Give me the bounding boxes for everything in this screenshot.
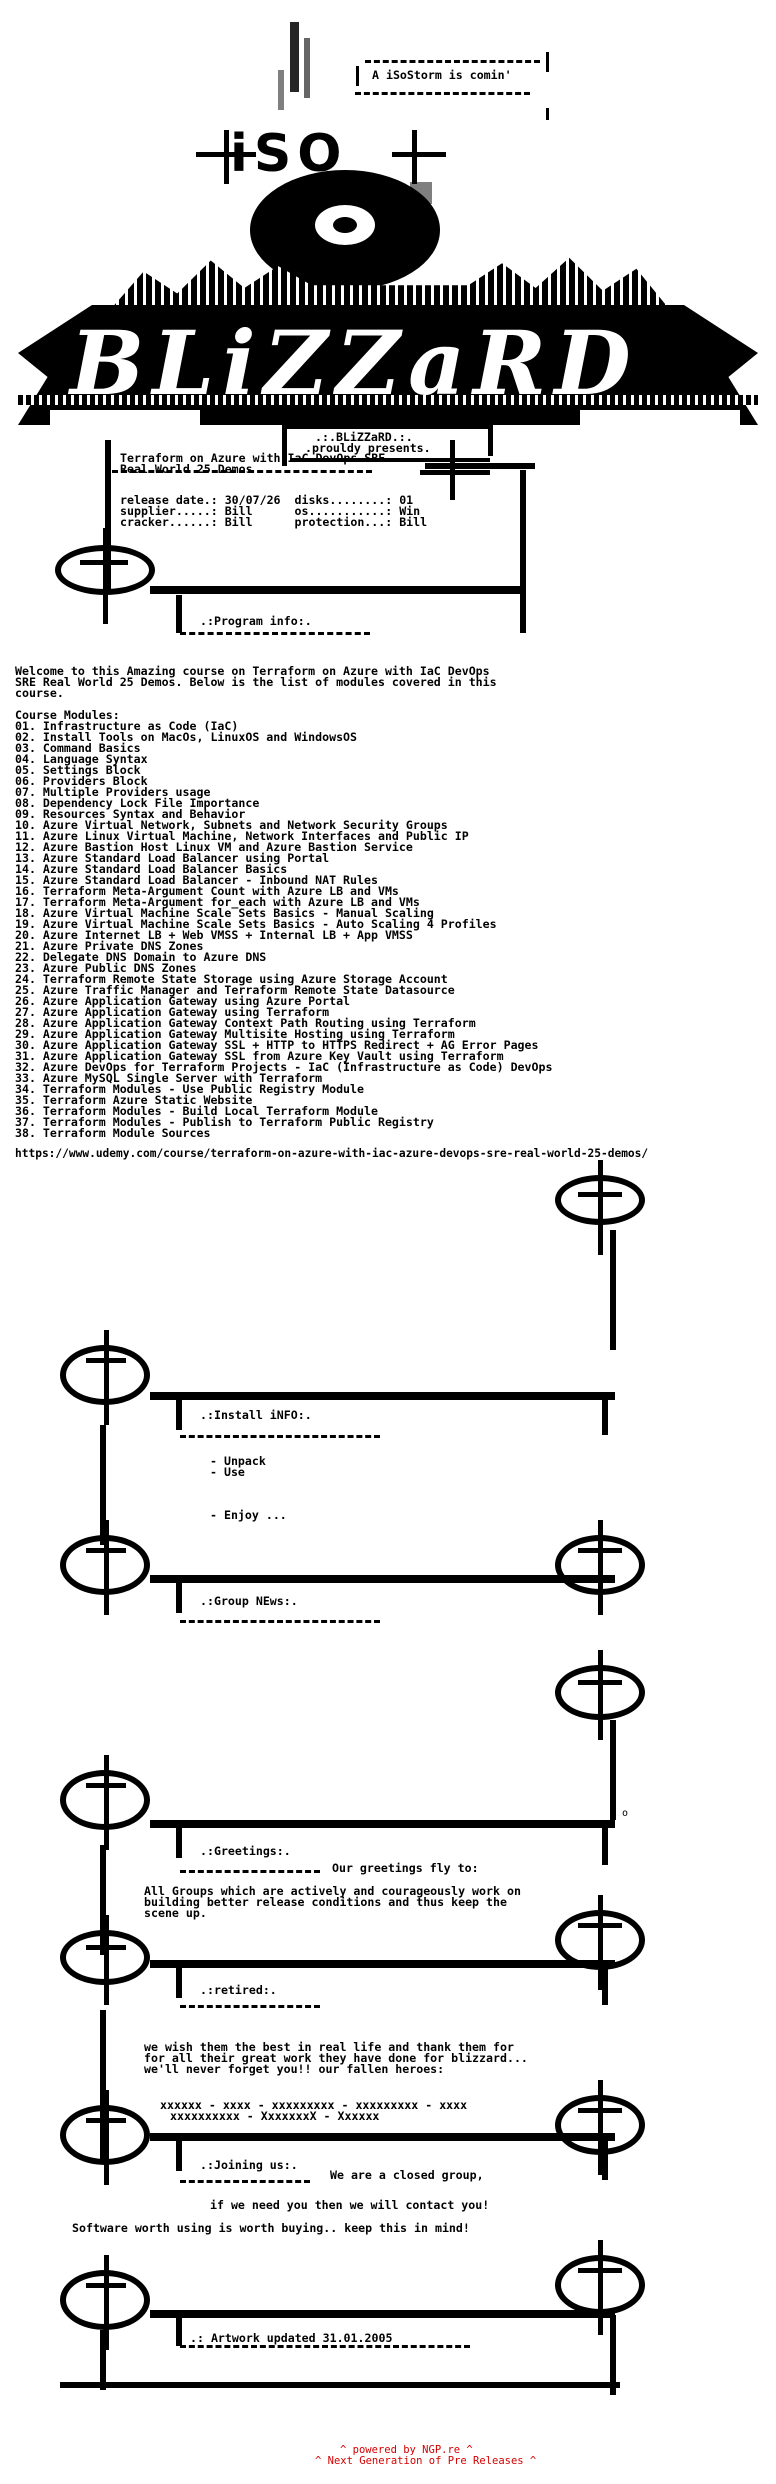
joining-line1: We are a closed group, [330,2168,484,2182]
joining-heading: .:Joining us:. [200,2158,298,2172]
module-item: 32. Azure DevOps for Terraform Projects … [15,1060,553,1074]
module-item: 17. Terraform Meta-Argument for_each wit… [15,895,420,909]
module-item: 05. Settings Block [15,763,141,777]
module-item: 36. Terraform Modules - Build Local Terr… [15,1104,378,1118]
retired-body: we wish them the best in real life and t… [144,2040,528,2076]
module-item: 38. Terraform Module Sources [15,1126,211,1140]
module-item: 21. Azure Private DNS Zones [15,939,204,953]
presents-line: .prouldy presents. [305,441,431,455]
module-item: 35. Terraform Azure Static Website [15,1093,253,1107]
modules-list: 01. Infrastructure as Code (IaC)02. Inst… [15,719,553,1140]
module-item: 07. Multiple Providers usage [15,785,211,799]
module-item: 01. Infrastructure as Code (IaC) [15,719,239,733]
module-item: 11. Azure Linux Virtual Machine, Network… [15,829,469,843]
module-item: 12. Azure Bastion Host Linux VM and Azur… [15,840,413,854]
module-item: 34. Terraform Modules - Use Public Regis… [15,1082,365,1096]
greetings-body: All Groups which are actively and courag… [144,1884,521,1920]
module-item: 27. Azure Application Gateway using Terr… [15,1005,330,1019]
retired-names: xxxxxxxxxx - XxxxxxxX - Xxxxxx [170,2109,380,2123]
install-step: - Use [210,1465,245,1479]
module-item: 20. Azure Internet LB + Web VMSS + Inter… [15,928,413,942]
retired-line: for all their great work they have done … [144,2051,528,2065]
group-logo-art [18,305,758,425]
release-title-line1: Terraform on Azure with IaC DevOps SRE [120,451,386,465]
release-info-row: cracker......: Bill protection...: Bill [120,515,428,529]
module-item: 13. Azure Standard Load Balancer using P… [15,851,330,865]
module-item: 09. Resources Syntax and Behavior [15,807,246,821]
retired-line: we wish them the best in real life and t… [144,2040,514,2054]
modules-heading: Course Modules: [15,708,120,722]
module-item: 31. Azure Application Gateway SSL from A… [15,1049,504,1063]
module-item: 25. Azure Traffic Manager and Terraform … [15,983,455,997]
group-logo-text: BLiZZaRD [70,311,639,415]
intro-line: Welcome to this Amazing course on Terraf… [15,664,490,678]
module-item: 19. Azure Virtual Machine Scale Sets Bas… [15,917,497,931]
greetings-heading: .:Greetings:. [200,1844,291,1858]
greetings-lead: Our greetings fly to: [332,1861,479,1875]
module-item: 02. Install Tools on MacOs, LinuxOS and … [15,730,358,744]
module-item: 06. Providers Block [15,774,148,788]
module-item: 33. Azure MySQL Single Server with Terra… [15,1071,323,1085]
module-item: 03. Command Basics [15,741,141,755]
module-item: 30. Azure Application Gateway SSL + HTTP… [15,1038,539,1052]
release-info-row: supplier.....: Bill os...........: Win [120,504,421,518]
module-item: 28. Azure Application Gateway Context Pa… [15,1016,476,1030]
module-item: 29. Azure Application Gateway Multisite … [15,1027,455,1041]
module-item: 24. Terraform Remote State Storage using… [15,972,448,986]
install-info-heading: .:Install iNFO:. [200,1408,312,1422]
module-item: 08. Dependency Lock File Importance [15,796,260,810]
course-link[interactable]: https://www.udemy.com/course/terraform-o… [15,1147,649,1160]
retired-names: xxxxxx - xxxx - xxxxxxxxx - xxxxxxxxx - … [160,2098,468,2112]
install-step: - Unpack [210,1454,266,1468]
program-info-heading: .:Program info:. [200,614,312,628]
install-enjoy: - Enjoy ... [210,1508,287,1522]
module-item: 14. Azure Standard Load Balancer Basics [15,862,288,876]
module-item: 04. Language Syntax [15,752,148,766]
intro-line: course. [15,686,64,700]
greetings-line: scene up. [144,1906,207,1920]
module-item: 22. Delegate DNS Domain to Azure DNS [15,950,267,964]
module-item: 16. Terraform Meta-Argument Count with A… [15,884,399,898]
greetings-line: All Groups which are actively and courag… [144,1884,521,1898]
group-news-heading: .:Group NEws:. [200,1594,298,1608]
release-info-row: release date.: 30/07/26 disks........: 0… [120,493,414,507]
tagline: A iSoStorm is comin' [372,68,512,82]
module-item: 23. Azure Public DNS Zones [15,961,197,975]
program-intro: Welcome to this Amazing course on Terraf… [15,664,497,700]
module-item: 15. Azure Standard Load Balancer - Inbou… [15,873,378,887]
joining-line3: Software worth using is worth buying.. k… [72,2221,470,2235]
artwork-heading: .: Artwork updated 31.01.2005 [190,2331,393,2345]
footer-powered: ^ powered by NGP.re ^ [340,2444,473,2456]
footer-ngp: ^ Next Generation of Pre Releases ^ [315,2455,537,2467]
group-name: .:.BLiZZaRD.:. [315,430,413,444]
release-title-line2: Real World 25 Demos [120,462,253,476]
module-item: 37. Terraform Modules - Publish to Terra… [15,1115,434,1129]
intro-line: SRE Real World 25 Demos. Below is the li… [15,675,497,689]
greetings-line: building better release conditions and t… [144,1895,507,1909]
module-item: 18. Azure Virtual Machine Scale Sets Bas… [15,906,434,920]
joining-line2: if we need you then we will contact you! [210,2198,490,2212]
retired-line: we'll never forget you!! our fallen hero… [144,2062,445,2076]
module-item: 26. Azure Application Gateway using Azur… [15,994,351,1008]
module-item: 10. Azure Virtual Network, Subnets and N… [15,818,448,832]
retired-heading: .:retired:. [200,1983,277,1997]
